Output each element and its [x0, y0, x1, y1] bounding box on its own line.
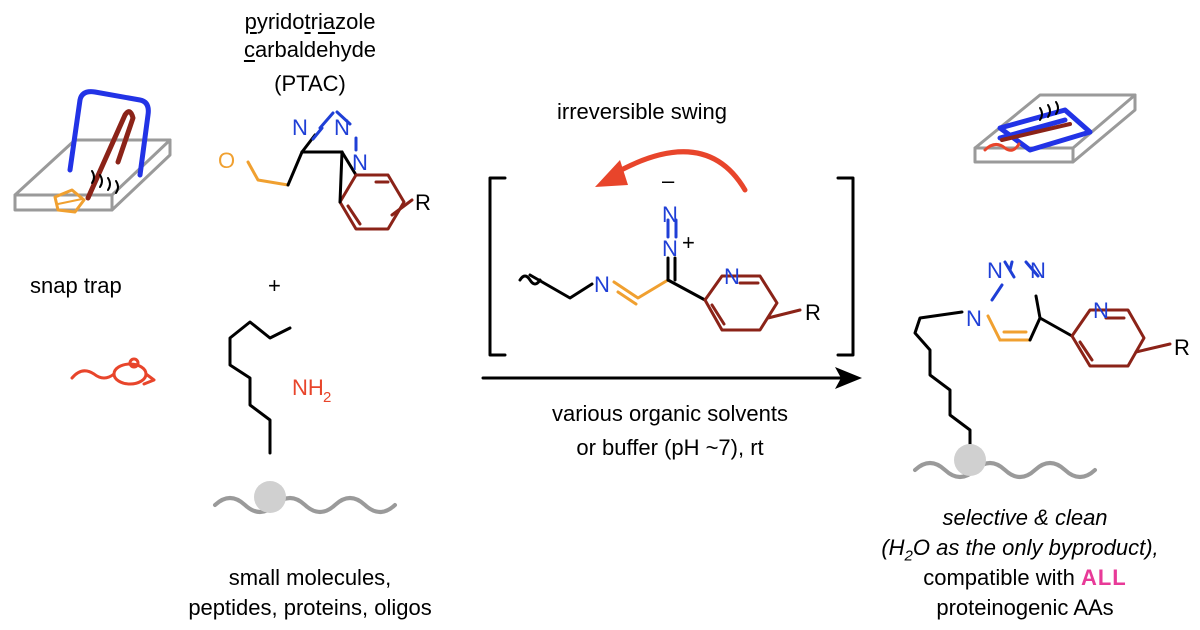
ptac-name-line1: pyridotriazole: [230, 8, 390, 36]
snap-trap-open-icon: [13, 89, 172, 214]
amine-nh: NH: [292, 375, 324, 400]
diazo-n-terminal: N: [662, 202, 678, 227]
plus-sign: +: [268, 273, 281, 298]
result-line2: (H2O as the only byproduct),: [881, 535, 1159, 565]
substrates-line2: peptides, proteins, oligos: [188, 595, 432, 620]
product-pyridine-n: N: [1093, 298, 1109, 323]
result-line1: selective & clean: [942, 505, 1108, 530]
ptac-name-segment: c: [243, 37, 255, 62]
ptac-name-line2: carbaldehyde: [230, 36, 390, 64]
diazo-intermediate: [488, 176, 855, 357]
ptac-structure: [246, 110, 414, 231]
snap-trap-closed-icon: [973, 93, 1137, 164]
diazo-minus: –: [662, 168, 675, 193]
ptac-name-segment: ia: [317, 9, 336, 34]
irreversible-swing-label: irreversible swing: [557, 99, 727, 124]
ptac-name-segment: zole: [335, 9, 376, 34]
lysine-amine-substrate: [213, 320, 397, 514]
all-emphasis: ALL: [1080, 565, 1127, 590]
diazo-n-central: N: [662, 236, 678, 261]
product-n1: N: [966, 306, 982, 331]
product-n-a: N: [987, 258, 1003, 283]
irreversible-swing-arrow: [595, 149, 748, 193]
result-line4: proteinogenic AAs: [936, 595, 1114, 620]
ptac-r: R: [415, 190, 431, 215]
result-line3: compatible with ALL: [923, 565, 1127, 590]
conditions-line2: or buffer (pH ~7), rt: [576, 435, 764, 460]
triazole-product: [913, 260, 1172, 479]
ptac-n1: N: [292, 115, 308, 140]
product-r: R: [1174, 335, 1190, 360]
amine-sub: 2: [323, 389, 331, 406]
ptac-name-segment: arbaldehyde: [254, 37, 377, 62]
ptac-abbreviation: (PTAC): [274, 71, 346, 96]
reaction-arrow: [481, 367, 862, 389]
mouse-icon: [70, 357, 156, 386]
snap-trap-label: snap trap: [30, 273, 122, 298]
ptac-oxygen: O: [218, 148, 235, 173]
ptac-name-segment: t: [304, 9, 311, 34]
atom-labels: O N N N R – N N + N N R NH 2 N N N N R: [218, 115, 1190, 406]
ptac-n2: N: [334, 115, 350, 140]
intermediate-pyridine-n: N: [724, 264, 740, 289]
ptac-n3: N: [352, 150, 368, 175]
product-n-b: N: [1030, 258, 1046, 283]
diazo-plus: +: [682, 230, 695, 255]
intermediate-r: R: [805, 300, 821, 325]
ptac-name-segment: yrido: [256, 9, 305, 34]
conditions-line1: various organic solvents: [551, 401, 788, 426]
ptac-name-segment: r: [310, 9, 318, 34]
ptac-name-segment: p: [244, 9, 257, 34]
imine-n: N: [594, 272, 610, 297]
substrates-line1: small molecules,: [228, 565, 392, 590]
